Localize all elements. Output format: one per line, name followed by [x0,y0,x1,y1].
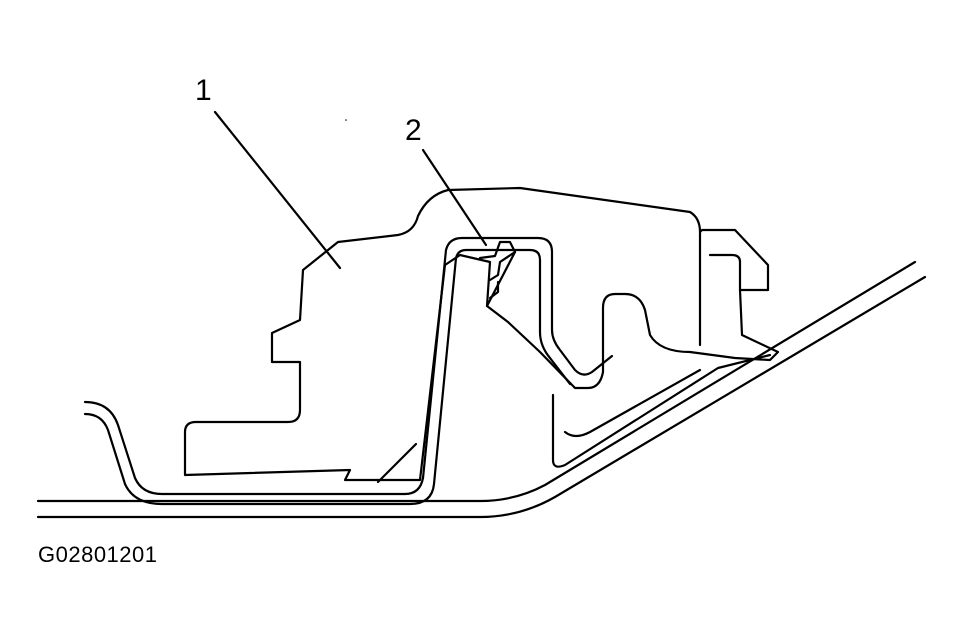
base-panel [36,260,927,519]
trim-edge [83,236,614,506]
callout-2-label: 2 [405,114,422,147]
speck [345,119,347,121]
retainer-clip [183,186,780,484]
callout-1-label: 1 [195,74,212,107]
callout-1-leader [213,110,342,270]
callout-2: 2 [405,114,488,247]
callout-2-leader [421,148,488,247]
figure-id: G02801201 [38,542,158,567]
callout-1: 1 [195,74,342,270]
